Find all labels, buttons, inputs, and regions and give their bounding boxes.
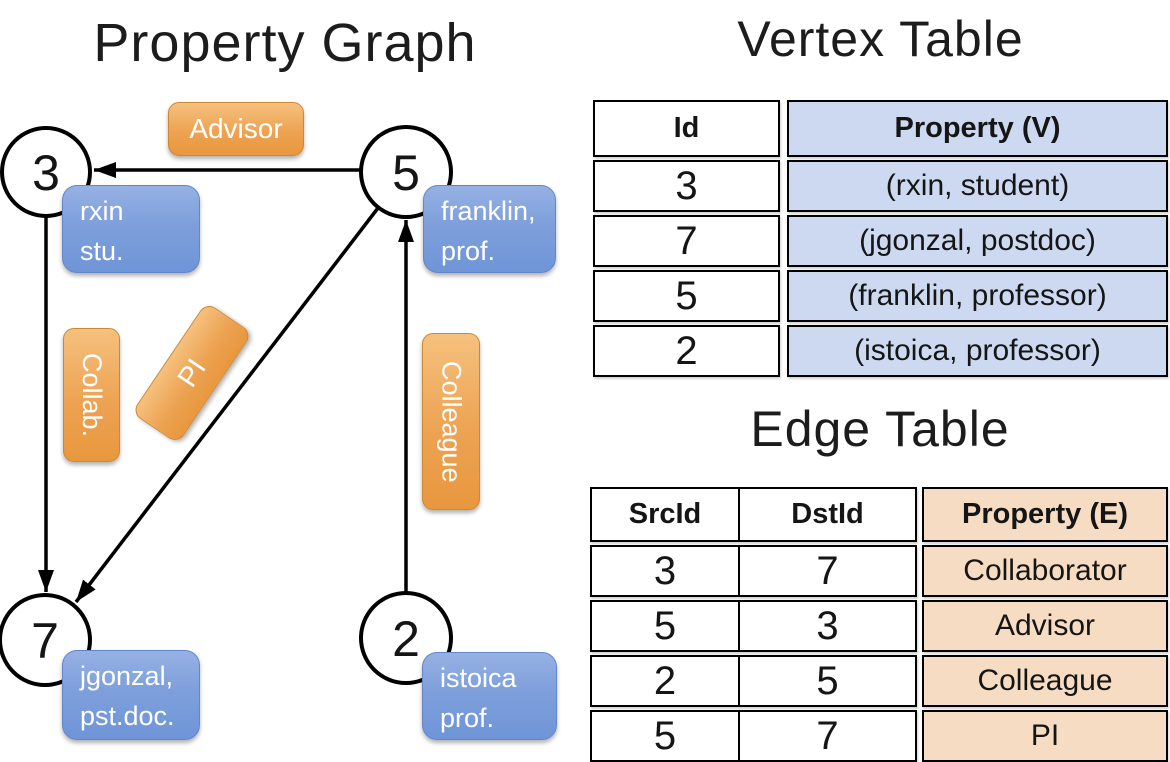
node-property-box-5: franklin, prof. [423,185,556,273]
node-id-7: 7 [31,613,59,669]
edge-table: SrcId DstId 3 7 5 3 2 5 5 7 Property (E)… [590,487,1168,762]
property-graph-canvas: 3 5 7 2 [0,125,453,687]
node-property-line: istoica [440,663,517,693]
vertex-table-cell-property: (franklin, professor) [787,270,1168,322]
node-id-5: 5 [392,145,420,201]
vertex-table: Id 3 7 5 2 Property (V) (rxin, student) … [593,100,1168,377]
edge-table-cell-dstid: 7 [740,710,917,762]
property-graph-title: Property Graph [93,13,477,73]
edge-label-collab: Collab. [63,328,120,462]
vertex-table-cell-id: 3 [593,160,780,212]
edge-table-cell-property: Advisor [922,600,1168,652]
node-property-line: rxin [80,196,124,226]
edge-line-pi-5-7 [74,206,380,604]
node-id-3: 3 [32,145,60,201]
vertex-table-title: Vertex Table [737,11,1024,67]
edge-label-colleague: Colleague [422,333,480,510]
edge-label-advisor: Advisor [168,102,304,156]
edge-table-cell-srcid: 3 [590,545,740,597]
vertex-table-cell-property: (rxin, student) [787,160,1168,212]
edge-table-cell-srcid: 5 [590,710,740,762]
node-property-line: pst.doc. [80,700,175,731]
node-property-line: jgonzal, [80,661,174,691]
edge-table-title: Edge Table [750,401,1010,457]
edge-table-cell-property: Collaborator [922,545,1168,597]
edge-table-cell-property: Colleague [922,655,1168,707]
edge-table-cell-dstid: 3 [740,600,917,652]
edge-table-cell-srcid: 5 [590,600,740,652]
node-property-line: prof. [440,702,495,733]
vertex-table-cell-property: (jgonzal, postdoc) [787,215,1168,267]
edge-table-cell-dstid: 7 [740,545,917,597]
node-id-2: 2 [392,611,420,667]
node-property-line: franklin, [441,196,536,226]
vertex-table-cell-id: 5 [593,270,780,322]
edge-table-header-srcid: SrcId [590,487,740,542]
edge-table-cell-srcid: 2 [590,655,740,707]
edge-table-cell-dstid: 5 [740,655,917,707]
edge-table-cell-property: PI [922,710,1168,762]
vertex-table-cell-id: 7 [593,215,780,267]
vertex-table-cell-property: (istoica, professor) [787,325,1168,377]
edge-table-header-property: Property (E) [922,487,1168,542]
node-property-box-3: rxin stu. [62,185,200,273]
vertex-table-header-id: Id [593,100,780,157]
vertex-table-header-property: Property (V) [787,100,1168,157]
node-property-box-7: jgonzal, pst.doc. [62,650,200,740]
node-property-line: stu. [80,235,124,266]
node-property-box-2: istoica prof. [422,652,557,740]
edge-table-header-dstid: DstId [740,487,917,542]
vertex-table-cell-id: 2 [593,325,780,377]
node-property-line: prof. [441,235,496,266]
